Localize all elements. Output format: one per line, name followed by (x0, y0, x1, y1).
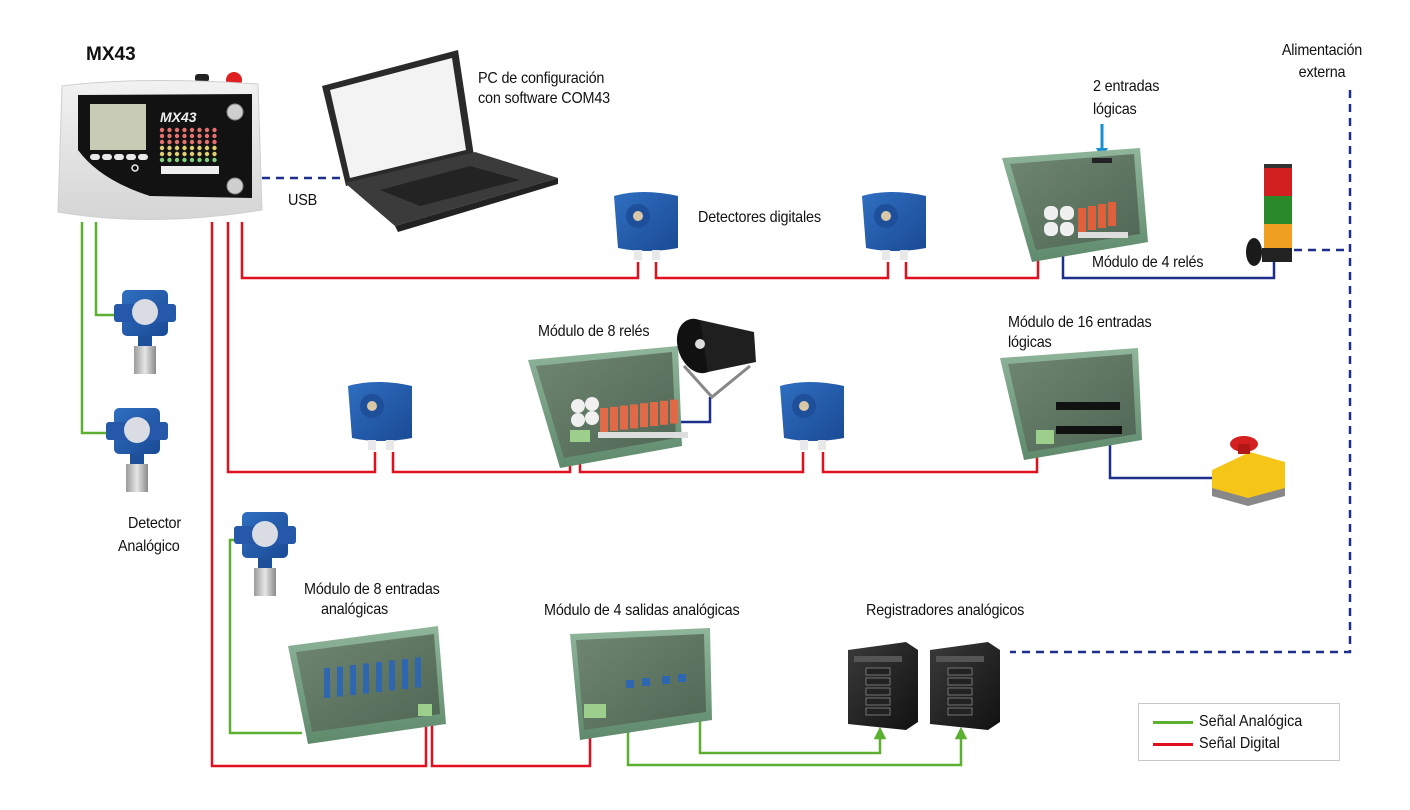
siren-icon (676, 318, 756, 400)
controller-title: MX43 (86, 44, 136, 65)
external-power-label-line2: externa (1298, 64, 1346, 81)
analog-output-module-icon (570, 628, 712, 740)
logic-inputs-label-line2: lógicas (1093, 101, 1137, 118)
digital-detector-icon (614, 192, 678, 260)
digital-loop-2 (226, 222, 377, 474)
analog-detector-icon (106, 408, 168, 492)
relay8-label: Módulo de 8 relés (538, 323, 650, 340)
analog-wire-detector-1 (94, 222, 120, 317)
analog-output-wire-2 (626, 718, 968, 767)
digital-detector-icon (862, 192, 926, 260)
input16-label-line1: Módulo de 16 entradas (1008, 314, 1152, 331)
analog-output-wire-1 (698, 712, 887, 755)
legend: Señal Analógica Señal Digital (1138, 703, 1340, 761)
relay-module-icon (1002, 148, 1148, 262)
input16-wire (1108, 436, 1215, 480)
legend-swatch-analog (1153, 720, 1193, 724)
pc-label-line2: con software COM43 (478, 90, 611, 107)
analog-detector-icon (114, 290, 176, 374)
relay4-label: Módulo de 4 relés (1092, 254, 1204, 271)
legend-label-digital: Señal Digital (1199, 735, 1280, 752)
analog-in8-label-line1: Módulo de 8 entradas (304, 581, 440, 598)
digital-loop-3 (210, 222, 428, 768)
analog-detector-label-line2: Analógico (118, 538, 180, 555)
digital-loop-1-seg2 (654, 262, 890, 280)
legend-item-digital: Señal Digital (1153, 734, 1289, 754)
digital-detector-icon (348, 382, 412, 450)
analog-out4-label: Módulo de 4 salidas analógicas (544, 602, 740, 619)
external-power-label-line1: Alimentación (1281, 42, 1363, 59)
analog-detector-icon (234, 512, 296, 596)
digital-detector-icon (780, 382, 844, 450)
analog-input-module-icon (288, 626, 446, 744)
signal-tower-icon (1246, 164, 1292, 266)
wires (80, 90, 1352, 768)
emergency-stop-icon (1212, 436, 1285, 506)
digital-loop-2-seg4 (821, 446, 1039, 474)
relay-module-icon (528, 346, 688, 468)
usb-label: USB (288, 192, 318, 209)
input-module-icon (1000, 348, 1142, 460)
recorder-icon (848, 642, 918, 730)
analog-in8-label-line2: analógicas (321, 601, 389, 618)
logic-inputs-label-line1: 2 entradas (1093, 78, 1160, 95)
relay4-output-wire (1061, 242, 1276, 280)
laptop-icon (322, 50, 558, 232)
external-power-line (1010, 90, 1352, 654)
recorder-icon (930, 642, 1000, 730)
svg-text:MX43: MX43 (160, 109, 197, 125)
legend-swatch-digital (1153, 742, 1193, 746)
pc-label-line1: PC de configuración (478, 70, 605, 87)
legend-label-analog: Señal Analógica (1199, 713, 1303, 730)
input16-label-line2: lógicas (1008, 334, 1052, 351)
controller-icon: MX43 (57, 72, 263, 221)
analog-detector-label-line1: Detector (128, 515, 181, 532)
legend-item-analog: Señal Analógica (1153, 712, 1314, 732)
recorders-label: Registradores analógicos (866, 602, 1025, 619)
analog-wire-detector-2 (80, 222, 112, 435)
digital-loop-3-seg2 (430, 712, 592, 768)
digital-detectors-label: Detectores digitales (698, 209, 821, 226)
digital-loop-1 (240, 222, 640, 280)
digital-loop-2-seg2 (391, 444, 572, 474)
